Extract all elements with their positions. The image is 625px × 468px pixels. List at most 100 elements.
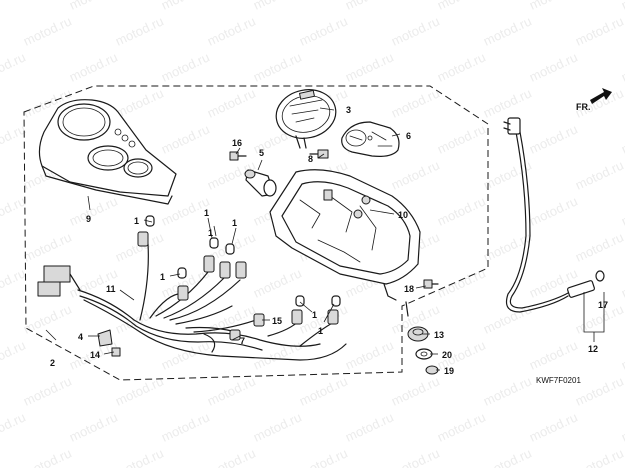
meter-case	[38, 99, 177, 205]
meter-housing	[269, 169, 421, 317]
label-part-17: 17	[598, 300, 608, 310]
watermark-text: motod.ru	[251, 265, 304, 300]
label-part-18: 18	[404, 284, 414, 294]
label-part-15: 15	[272, 316, 282, 326]
figure-code: KWF7F0201	[536, 376, 581, 385]
bolt-screw	[229, 151, 247, 161]
watermark-text: motod.ru	[297, 301, 350, 336]
watermark-text: motod.ru	[343, 49, 396, 84]
assembly-boundary	[23, 85, 489, 381]
watermark-text: motod.ru	[343, 337, 396, 372]
watermark-text: motod.ru	[251, 49, 304, 84]
watermark-text: motod.ru	[481, 445, 534, 468]
watermark-text: motod.ru	[527, 0, 580, 13]
watermark-text: motod.ru	[0, 265, 28, 300]
watermark-text: motod.ru	[67, 409, 120, 444]
label-part-6: 6	[406, 131, 411, 141]
watermark-text: motod.ru	[573, 13, 625, 48]
watermark-text: motod.ru	[159, 49, 212, 84]
watermark-text: motod.ru	[481, 157, 534, 192]
watermark-text: motod.ru	[527, 49, 580, 84]
label-part-9: 9	[86, 214, 91, 224]
watermark-text: motod.ru	[159, 0, 212, 13]
watermark-text: motod.ru	[527, 409, 580, 444]
label-part-14: 14	[90, 350, 100, 360]
watermark-text: motod.ru	[435, 121, 488, 156]
watermark-text: motod.ru	[389, 445, 442, 468]
watermark-text: motod.ru	[0, 121, 28, 156]
watermark-text: motod.ru	[21, 373, 74, 408]
label-part-7: 7	[240, 336, 245, 346]
watermark-text: motod.ru	[527, 337, 580, 372]
label-part-5: 5	[259, 148, 264, 158]
watermark-text: motod.ru	[159, 409, 212, 444]
watermark-text: motod.ru	[0, 337, 28, 372]
watermark-text: motod.ru	[251, 409, 304, 444]
watermark-text: motod.ru	[481, 13, 534, 48]
watermark-text: motod.ru	[67, 193, 120, 228]
watermark-text: motod.ru	[251, 0, 304, 13]
watermark-text: motod.ru	[481, 85, 534, 120]
fuel-gauge	[341, 121, 400, 157]
front-direction-arrow-icon	[590, 88, 612, 104]
label-part-11: 11	[106, 284, 116, 294]
watermark-text: motod.ru	[297, 373, 350, 408]
label-part-1-d: 1	[208, 228, 213, 238]
washer	[415, 348, 433, 360]
bulb-socket	[244, 169, 277, 197]
label-part-1-c: 1	[204, 208, 209, 218]
leader-lines	[45, 107, 605, 371]
watermark-text: motod.ru	[389, 157, 442, 192]
watermark-text: motod.ru	[619, 49, 625, 84]
wire-harness	[37, 215, 347, 361]
direction-label: FR.	[576, 102, 591, 112]
watermark-text: motod.ru	[389, 373, 442, 408]
label-part-4: 4	[78, 332, 83, 342]
watermark-text: motod.ru	[67, 49, 120, 84]
watermark-text: motod.ru	[297, 13, 350, 48]
watermark-text: motod.ru	[159, 121, 212, 156]
label-part-20: 20	[442, 350, 452, 360]
watermark-text: motod.ru	[205, 373, 258, 408]
watermark-text: motod.ru	[159, 337, 212, 372]
harness-clamp	[97, 329, 113, 347]
label-part-2: 2	[50, 358, 55, 368]
watermark-text: motod.ru	[205, 13, 258, 48]
watermark-text: motod.ru	[619, 337, 625, 372]
watermark-text: motod.ru	[0, 409, 28, 444]
watermark-text: motod.ru	[573, 229, 625, 264]
watermark-text: motod.ru	[21, 13, 74, 48]
watermark-text: motod.ru	[0, 49, 28, 84]
watermark-text: motod.ru	[619, 0, 625, 13]
label-part-1-b: 1	[160, 272, 165, 282]
watermark-text: motod.ru	[205, 445, 258, 468]
label-part-1-f: 1	[312, 310, 317, 320]
watermark-text: motod.ru	[389, 85, 442, 120]
label-part-13: 13	[434, 330, 444, 340]
watermark-text: motod.ru	[573, 157, 625, 192]
watermark-text: motod.ru	[21, 229, 74, 264]
screw	[309, 149, 329, 159]
watermark-text: motod.ru	[527, 121, 580, 156]
label-part-8: 8	[308, 154, 313, 164]
watermark-text: motod.ru	[113, 13, 166, 48]
mounting-screw	[423, 279, 439, 289]
watermark-text: motod.ru	[435, 265, 488, 300]
watermark-text: motod.ru	[435, 409, 488, 444]
label-part-12: 12	[588, 344, 598, 354]
watermark-text: motod.ru	[0, 0, 28, 13]
watermark-text: motod.ru	[0, 193, 28, 228]
watermark-text: motod.ru	[21, 445, 74, 468]
speedometer-face	[275, 89, 337, 149]
watermark-text: motod.ru	[67, 0, 120, 13]
watermark-text: motod.ru	[113, 445, 166, 468]
label-part-19: 19	[444, 366, 454, 376]
speedometer-cable	[503, 117, 605, 313]
watermark-text: motod.ru	[619, 193, 625, 228]
label-part-3: 3	[346, 105, 351, 115]
watermark-text: motod.ru	[573, 445, 625, 468]
label-part-1-g: 1	[318, 326, 323, 336]
watermark-text: motod.ru	[343, 0, 396, 13]
watermark-text: motod.ru	[619, 265, 625, 300]
